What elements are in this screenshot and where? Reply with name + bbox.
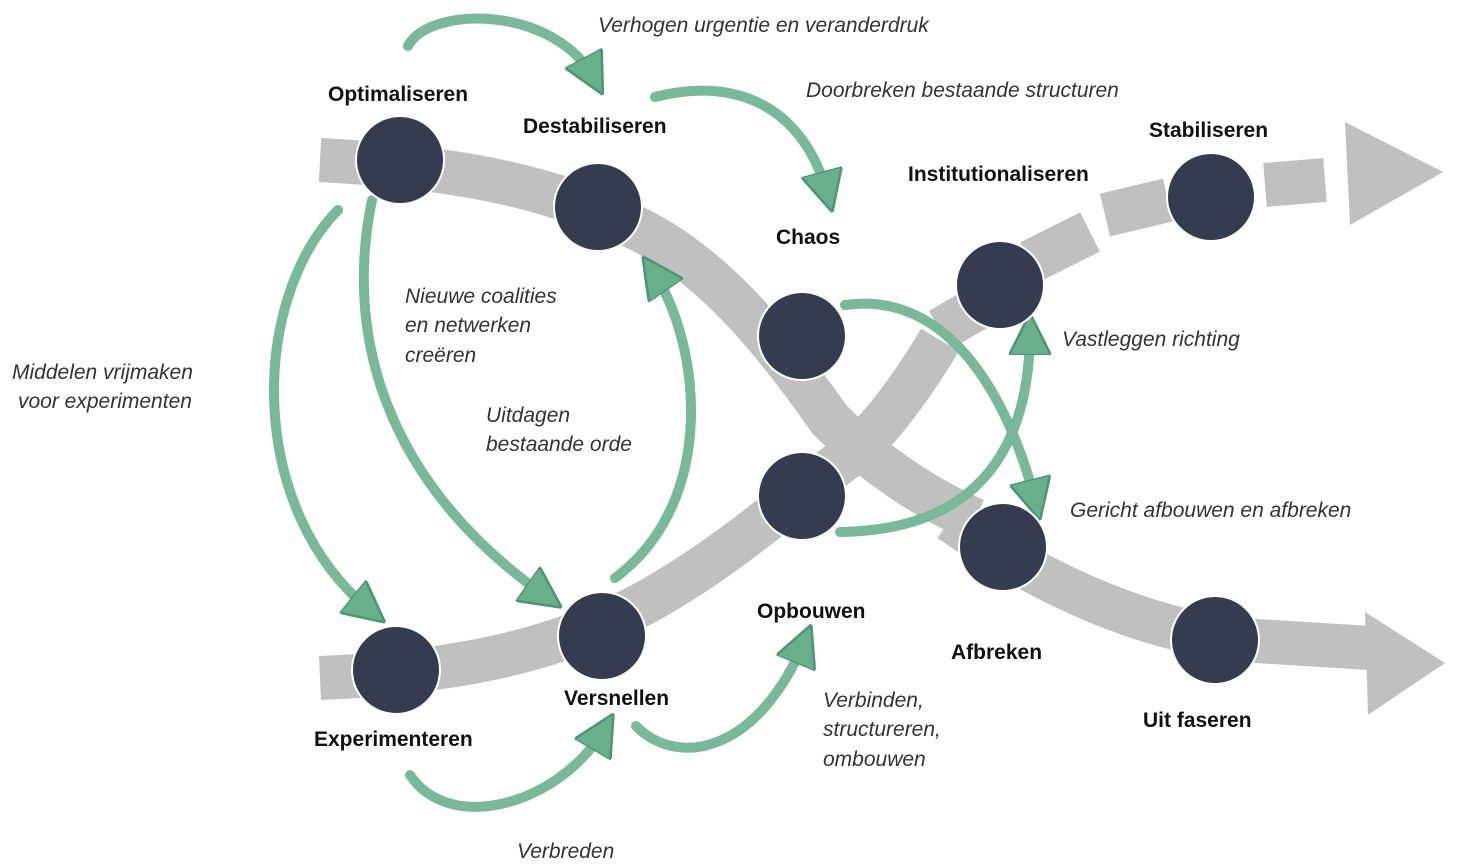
activity-verbinden-line-3: ombouwen [823, 747, 926, 771]
gericht-arrow [840, 298, 1036, 504]
verbinden-arrow [631, 640, 805, 753]
node-optimaliseren [355, 115, 445, 205]
label-institutionaliseren: Institutionaliseren [908, 163, 1089, 186]
label-chaos: Chaos [776, 226, 841, 249]
node-stabiliseren [1166, 152, 1256, 242]
node-afbreken [958, 502, 1048, 592]
activity-verbreden: Verbreden [517, 840, 615, 863]
activity-uitdagen-line-2: bestaande orde [486, 433, 632, 457]
coalities-arrow [358, 195, 548, 598]
activity-uitdagen-line-1: Uitdagen [486, 404, 571, 427]
label-stabiliseren: Stabiliseren [1149, 119, 1269, 142]
activity-middelen-line-1: Middelen vrijmaken [12, 361, 193, 384]
stabiliseren-arrowhead [1345, 122, 1443, 225]
label-opbouwen: Opbouwen [757, 600, 866, 623]
activity-middelen: Middelen vrijmaken voor experimenten [12, 358, 193, 417]
label-uit-faseren: Uit faseren [1143, 709, 1252, 732]
label-versnellen: Versnellen [564, 687, 670, 710]
activity-middelen-line-2: voor experimenten [18, 390, 192, 414]
label-experimenteren: Experimenteren [314, 728, 473, 751]
node-destabiliseren [553, 162, 643, 252]
upper-track [318, 138, 985, 541]
label-destabiliseren: Destabiliseren [523, 115, 667, 138]
activity-coalities-line-1: Nieuwe coalities [405, 285, 557, 308]
activity-verhogen: Verhogen urgentie en veranderdruk [598, 14, 929, 37]
lower-track [319, 328, 959, 700]
activity-doorbreken: Doorbreken bestaande structuren [806, 79, 1119, 102]
vastleggen-arrow [835, 330, 1030, 537]
activity-coalities-line-2: en netwerken [405, 314, 532, 338]
uitdagen-arrow [610, 270, 696, 583]
activity-vastleggen: Vastleggen richting [1062, 328, 1240, 351]
activity-verbinden-line-1: Verbinden, [823, 689, 924, 712]
node-uit-faseren [1170, 595, 1260, 685]
doorbreken-arrow [650, 85, 828, 196]
activity-coalities-line-3: creëren [405, 343, 477, 367]
activity-coalities: Nieuwe coalities en netwerken creëren [405, 282, 557, 370]
node-experimenteren [351, 625, 441, 715]
activity-verbinden-line-2: structureren, [823, 718, 941, 742]
node-versnellen [557, 591, 647, 681]
label-afbreken: Afbreken [951, 641, 1043, 664]
label-optimaliseren: Optimaliseren [328, 83, 469, 106]
verbreden-arrow [405, 728, 605, 812]
middelen-arrow [269, 205, 372, 612]
activity-gericht: Gericht afbouwen en afbreken [1070, 499, 1352, 522]
activity-uitdagen: Uitdagen bestaande orde [486, 401, 632, 460]
node-chaos [757, 291, 847, 381]
activity-verbinden: Verbinden, structureren, ombouwen [823, 686, 941, 774]
uit-faseren-arrowhead [1365, 612, 1445, 715]
verhogen-arrow [403, 13, 595, 80]
node-institutionaliseren [955, 240, 1045, 330]
node-opbouwen [757, 451, 847, 541]
